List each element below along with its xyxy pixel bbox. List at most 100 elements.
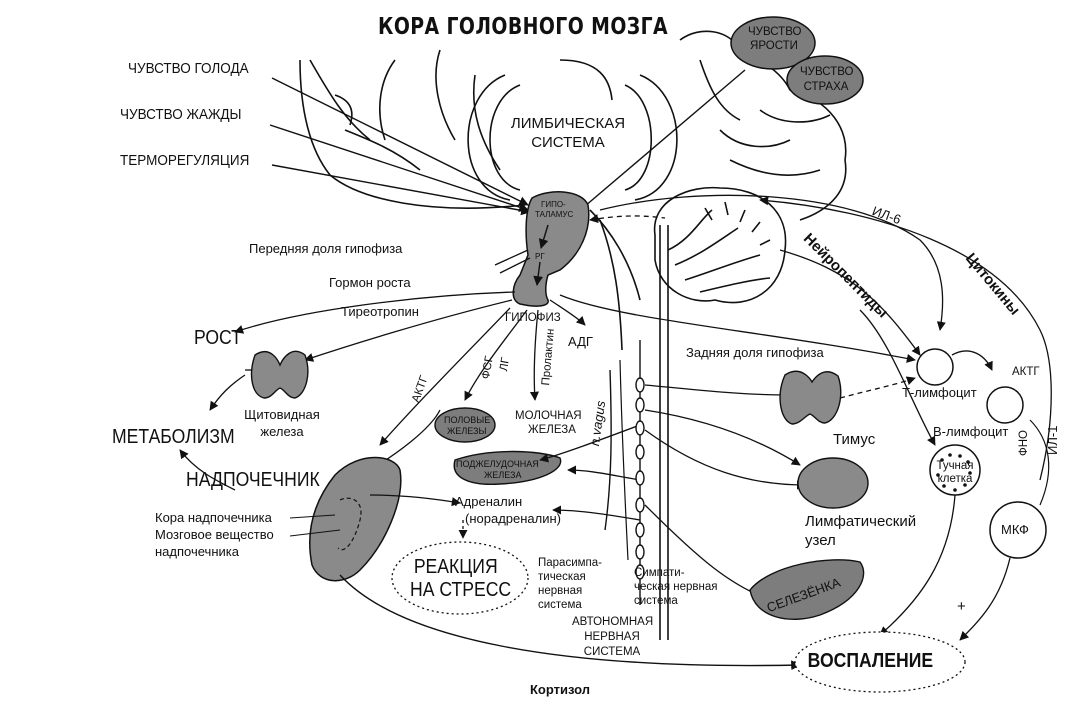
plus-label: + <box>957 598 966 615</box>
fear-label-2: СТРАХА <box>803 81 849 93</box>
stress-label-2: НА СТРЕСС <box>410 579 512 601</box>
pit-to-tcell-arrow <box>559 294 916 363</box>
cortisol-label: Кортизол <box>530 682 591 697</box>
spleen-shape <box>749 559 865 621</box>
adrenaline-label: Адреналин <box>455 494 523 509</box>
hunger-label: ЧУВСТВО ГОЛОДА <box>128 60 249 77</box>
cytokine-arrow <box>759 196 1052 481</box>
growth-target-label: РОСТ <box>194 327 242 349</box>
adrenal-gland <box>309 456 402 582</box>
pancreas-shape <box>453 450 562 485</box>
gonads-shape <box>434 407 496 443</box>
stress-label-1: РЕАКЦИЯ <box>413 556 498 578</box>
parasympathetic-label-1: Парасимпа- <box>538 557 602 569</box>
gonads-label-1: ПОЛОВЫЕ <box>444 415 491 425</box>
sympathetic-label-2: ческая нервная <box>634 581 718 593</box>
thyrotropin-label: Тиреотропин <box>341 304 419 319</box>
page-title: КОРА ГОЛОВНОГО МОЗГА <box>378 14 669 40</box>
anterior-pituitary-label: Передняя доля гипофиза <box>249 241 403 256</box>
metabolism-label: МЕТАБОЛИЗМ <box>112 426 235 448</box>
stress-burst <box>391 541 529 615</box>
cerebellum <box>653 186 787 304</box>
thymus-shape <box>779 370 842 425</box>
fno-label: ФНО <box>1018 430 1030 456</box>
t-lymphocyte-label: Т-лимфоцит <box>902 385 977 400</box>
pancreas-label-2: ЖЕЛЕЗА <box>484 470 522 480</box>
thyroid-gland <box>250 350 309 399</box>
actg-arrow <box>379 307 511 446</box>
growth-hormone-label: Гормон роста <box>329 275 411 290</box>
limbic-label-2: СИСТЕМА <box>531 134 605 151</box>
adrenal-cortex-label: Кора надпочечника <box>155 510 272 525</box>
il6-arrow <box>599 194 946 331</box>
adrenal-medulla-label-1: Мозговое вещество <box>155 527 274 542</box>
adg-arrow <box>549 299 586 326</box>
parasympathetic-label-3: нервная <box>538 585 583 597</box>
thyroid-label-2: железа <box>260 424 304 439</box>
hypothalamus-pituitary-shape <box>512 191 590 307</box>
neuropeptide-arrow <box>779 249 921 356</box>
thyroid-metabolism-arrow <box>209 374 246 411</box>
gonads-label-2: ЖЕЛЕЗЫ <box>447 426 487 436</box>
hypothalamus-label-2: ТАЛАМУС <box>535 210 574 219</box>
mast-cell-label-1: Тучная <box>936 460 974 472</box>
thermo-arrow <box>271 164 531 216</box>
lg-label: ЛГ <box>498 356 513 373</box>
autonomic-label-3: СИСТЕМА <box>583 646 641 658</box>
limbic-label-1: ЛИМБИЧЕСКАЯ <box>510 115 626 132</box>
pituitary-label: ГИПОФИЗ <box>505 312 561 324</box>
adrenal-metabolism-arrow <box>179 449 236 491</box>
actg-immune-label: АКТГ <box>1012 366 1040 378</box>
lymph-node-label-1: Лимфатический <box>805 513 917 530</box>
inflammation-label: ВОСПАЛЕНИЕ <box>807 650 934 672</box>
parasympathetic-label-2: тическая <box>538 571 586 583</box>
milk-gland-label-2: ЖЕЛЕЗА <box>528 424 576 436</box>
noradrenaline-label: (норадреналин) <box>465 511 562 526</box>
rage-blob <box>730 16 816 70</box>
thirst-arrow <box>269 124 529 212</box>
lymph-node-shape <box>797 457 869 509</box>
rage-label-2: ЯРОСТИ <box>750 40 798 52</box>
b-lymphocyte-label: В-лимфоцит <box>933 424 1009 439</box>
thermoregulation-label: ТЕРМОРЕГУЛЯЦИЯ <box>120 152 250 169</box>
prolactin-arrow <box>529 309 539 401</box>
thyroid-label-1: Щитовидная <box>244 407 320 422</box>
vagus-nerve <box>604 369 612 531</box>
inflammation-burst <box>794 631 966 693</box>
adrenaline-arrow <box>369 494 461 507</box>
adrenal-medulla-label-2: надпочечника <box>155 544 239 559</box>
fear-blob <box>786 55 864 105</box>
mkf-cell <box>989 501 1047 559</box>
t-lymphocyte-cell <box>916 348 954 386</box>
sympathetic-chain <box>635 340 645 605</box>
pancreas-label-1: ПОДЖЕЛУДОЧНАЯ <box>456 459 539 469</box>
mast-cell-label-2: клетка <box>937 473 973 485</box>
hunger-arrow <box>271 77 529 206</box>
autonomic-label-1: АВТОНОМНАЯ <box>572 616 654 628</box>
emotion-arrow <box>577 69 746 213</box>
adg-label: АДГ <box>568 334 593 349</box>
sympathetic-label-1: Симпати- <box>634 567 685 579</box>
fsg-arrow <box>464 309 528 401</box>
milk-gland-label-1: МОЛОЧНАЯ <box>515 410 582 422</box>
parasympathetic-label-4: система <box>538 599 582 611</box>
rage-label-1: ЧУВСТВО <box>748 26 802 38</box>
fear-label-1: ЧУВСТВО <box>800 66 854 78</box>
thirst-label: ЧУВСТВО ЖАЖДЫ <box>120 106 242 123</box>
hypothalamus-label-1: ГИПО- <box>541 200 566 209</box>
cortisol-arrow <box>339 574 801 671</box>
mast-cell-granules <box>936 453 972 492</box>
lymph-node-label-2: узел <box>805 532 836 549</box>
thyrotropin-arrow <box>304 299 513 362</box>
growth-arrow <box>234 291 516 334</box>
adrenal-label: НАДПОЧЕЧНИК <box>186 469 320 491</box>
thymus-label: Тимус <box>833 431 876 448</box>
b-lymphocyte-cell <box>986 386 1024 424</box>
autonomic-label-2: НЕРВНАЯ <box>584 631 640 643</box>
sympathetic-label-3: система <box>634 595 678 607</box>
posterior-pituitary-label: Задняя доля гипофиза <box>686 345 824 360</box>
rg-label: РГ <box>535 252 545 261</box>
il1-label: ИЛ-1 <box>1045 425 1060 455</box>
